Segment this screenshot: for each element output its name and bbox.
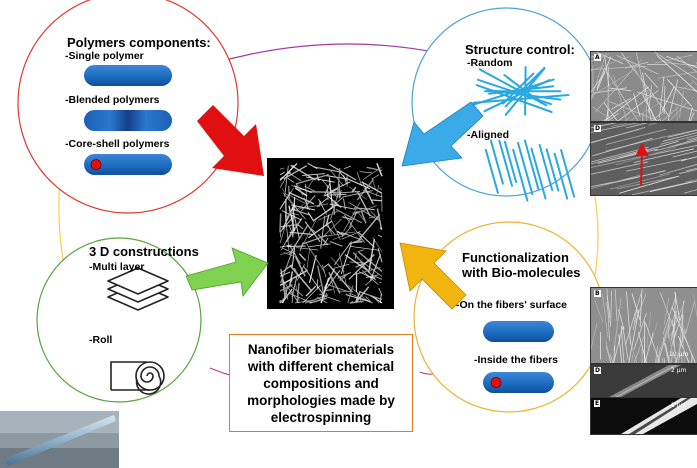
inside-fiber-dot bbox=[490, 377, 502, 388]
center-label-text: Nanofiber biomaterials with different ch… bbox=[247, 341, 395, 425]
structure-title: Structure control: bbox=[465, 42, 575, 57]
micrograph-e-texture bbox=[621, 398, 697, 434]
single-polymer-fiber bbox=[84, 65, 172, 86]
blended-polymer-fiber bbox=[84, 110, 172, 131]
core-shell-core-dot bbox=[90, 159, 102, 170]
micrograph-b-scale: 10 µm bbox=[669, 351, 689, 358]
multilayer-icon bbox=[107, 267, 169, 311]
micrograph-aligned: D bbox=[590, 122, 697, 196]
micrograph-e-letter: E bbox=[594, 400, 601, 407]
micrograph-surface: B 10 µm bbox=[590, 287, 697, 364]
micrograph-b-letter: B bbox=[594, 290, 601, 297]
center-label-box: Nanofiber biomaterials with different ch… bbox=[229, 334, 413, 432]
micrograph-a-letter: A bbox=[594, 54, 601, 61]
structure-item-aligned: -Aligned bbox=[467, 129, 509, 141]
fiber-mat-image bbox=[267, 158, 394, 309]
polymers-item-core-shell: -Core-shell polymers bbox=[65, 138, 170, 150]
structure-item-random: -Random bbox=[467, 57, 513, 69]
random-fibers-icon bbox=[470, 66, 570, 116]
functionalization-item-inside: -Inside the fibers bbox=[474, 354, 559, 366]
polymers-title: Polymers components: bbox=[67, 35, 211, 50]
micrograph-random: A bbox=[590, 51, 697, 122]
alignment-arrow bbox=[635, 142, 649, 186]
micrograph-d2-letter: D bbox=[594, 367, 601, 374]
green-arrow bbox=[185, 247, 269, 298]
micrograph-random-texture bbox=[591, 52, 697, 121]
inside-fiber bbox=[483, 372, 554, 393]
micrograph-d2-texture bbox=[609, 365, 681, 397]
aligned-fibers-icon bbox=[484, 139, 576, 202]
functionalization-title-line2: with Bio-molecules bbox=[462, 265, 581, 280]
micrograph-inside-1: D 2 µm bbox=[590, 364, 697, 398]
micrograph-e-scale: 1 µm bbox=[671, 402, 687, 409]
blue-arrow bbox=[401, 101, 484, 167]
functionalization-title-line1: Functionalization bbox=[462, 250, 569, 265]
rod-shape bbox=[4, 415, 116, 466]
fiber-mat-texture bbox=[279, 162, 383, 304]
roll-icon bbox=[110, 361, 165, 395]
polymers-circle bbox=[17, 0, 239, 214]
functionalization-item-surface: -On the fibers' surface bbox=[456, 299, 568, 311]
constructions-title: 3 D constructions bbox=[89, 244, 199, 259]
micrograph-aligned-texture bbox=[591, 123, 697, 195]
surface-fiber bbox=[483, 321, 554, 342]
polymers-item-blended: -Blended polymers bbox=[65, 94, 160, 106]
micrograph-surface-texture bbox=[591, 288, 697, 363]
micrograph-d2-scale: 2 µm bbox=[671, 367, 687, 374]
core-shell-fiber bbox=[84, 154, 172, 175]
red-arrow bbox=[197, 105, 264, 176]
constructions-item-roll: -Roll bbox=[89, 334, 113, 346]
constructions-item-multilayer: -Multi layer bbox=[89, 261, 145, 273]
polymers-item-single: -Single polymer bbox=[65, 50, 144, 62]
orange-arrow bbox=[399, 242, 467, 310]
micrograph-inside-2: E 1 µm bbox=[590, 397, 697, 435]
micrograph-d-letter: D bbox=[594, 125, 601, 132]
